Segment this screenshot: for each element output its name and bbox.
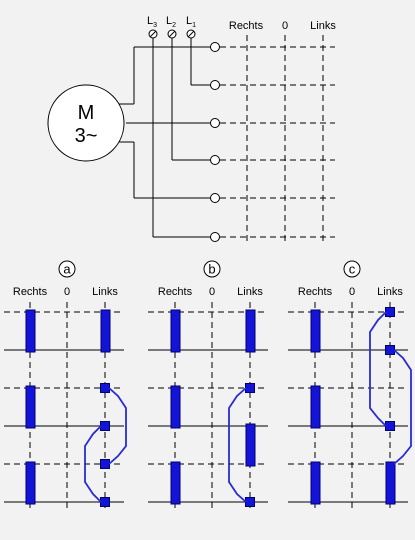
variant-position-left: Links	[377, 286, 403, 298]
position-left: Links	[310, 20, 336, 32]
contact-right	[310, 461, 321, 505]
contact-left	[245, 309, 256, 353]
contact-left	[100, 309, 111, 353]
contact-terminal	[385, 421, 395, 431]
position-lines	[246, 35, 324, 245]
switch-terminals	[210, 42, 220, 242]
contact-terminal	[385, 345, 395, 355]
contact-right	[170, 461, 181, 505]
contact-right	[25, 385, 36, 429]
contact-terminal	[100, 459, 110, 469]
contact-left	[245, 423, 256, 467]
contact-right	[310, 385, 321, 429]
label-l1: L1	[186, 15, 196, 29]
variant-label: a	[63, 262, 71, 277]
contact-left	[385, 461, 396, 505]
variant-badge	[203, 260, 221, 278]
bridge-wire	[84, 425, 102, 503]
variant-position-right: Rechts	[158, 286, 193, 298]
motor-symbol	[47, 84, 125, 162]
bridge-wire	[369, 311, 387, 427]
motor-spec: 3~	[75, 125, 98, 147]
variant-badge	[343, 260, 361, 278]
contact-right	[25, 461, 36, 505]
variant-badge	[58, 260, 76, 278]
bridge-wire	[228, 387, 247, 503]
contact-terminal	[245, 383, 255, 393]
contact-right	[170, 385, 181, 429]
bridge-wire	[108, 387, 127, 465]
variant-position-left: Links	[237, 286, 263, 298]
contact-terminal	[245, 497, 255, 507]
variant-position-right: Rechts	[13, 286, 48, 298]
motor-letter: M	[78, 102, 95, 124]
contact-terminal	[100, 497, 110, 507]
bridge-wire	[393, 349, 412, 465]
contact-terminal	[100, 421, 110, 431]
variant-position-left: Links	[92, 286, 118, 298]
variant-label: b	[208, 262, 215, 277]
contact-right	[310, 309, 321, 353]
variant-label: c	[349, 262, 356, 277]
variant-position-zero: 0	[349, 286, 355, 298]
variant-position-right: Rechts	[298, 286, 333, 298]
label-l3: L3	[147, 15, 157, 29]
label-l2: L2	[166, 15, 176, 29]
contact-terminal	[385, 307, 395, 317]
variant-position-zero: 0	[64, 286, 70, 298]
contact-terminal	[100, 383, 110, 393]
variant-position-zero: 0	[209, 286, 215, 298]
contact-rows	[220, 46, 335, 238]
contact-right	[170, 309, 181, 353]
contact-right	[25, 309, 36, 353]
motor-circuit: L3 L2 L1 M 3~	[47, 15, 336, 245]
position-right: Rechts	[229, 20, 264, 32]
position-zero: 0	[282, 20, 288, 32]
